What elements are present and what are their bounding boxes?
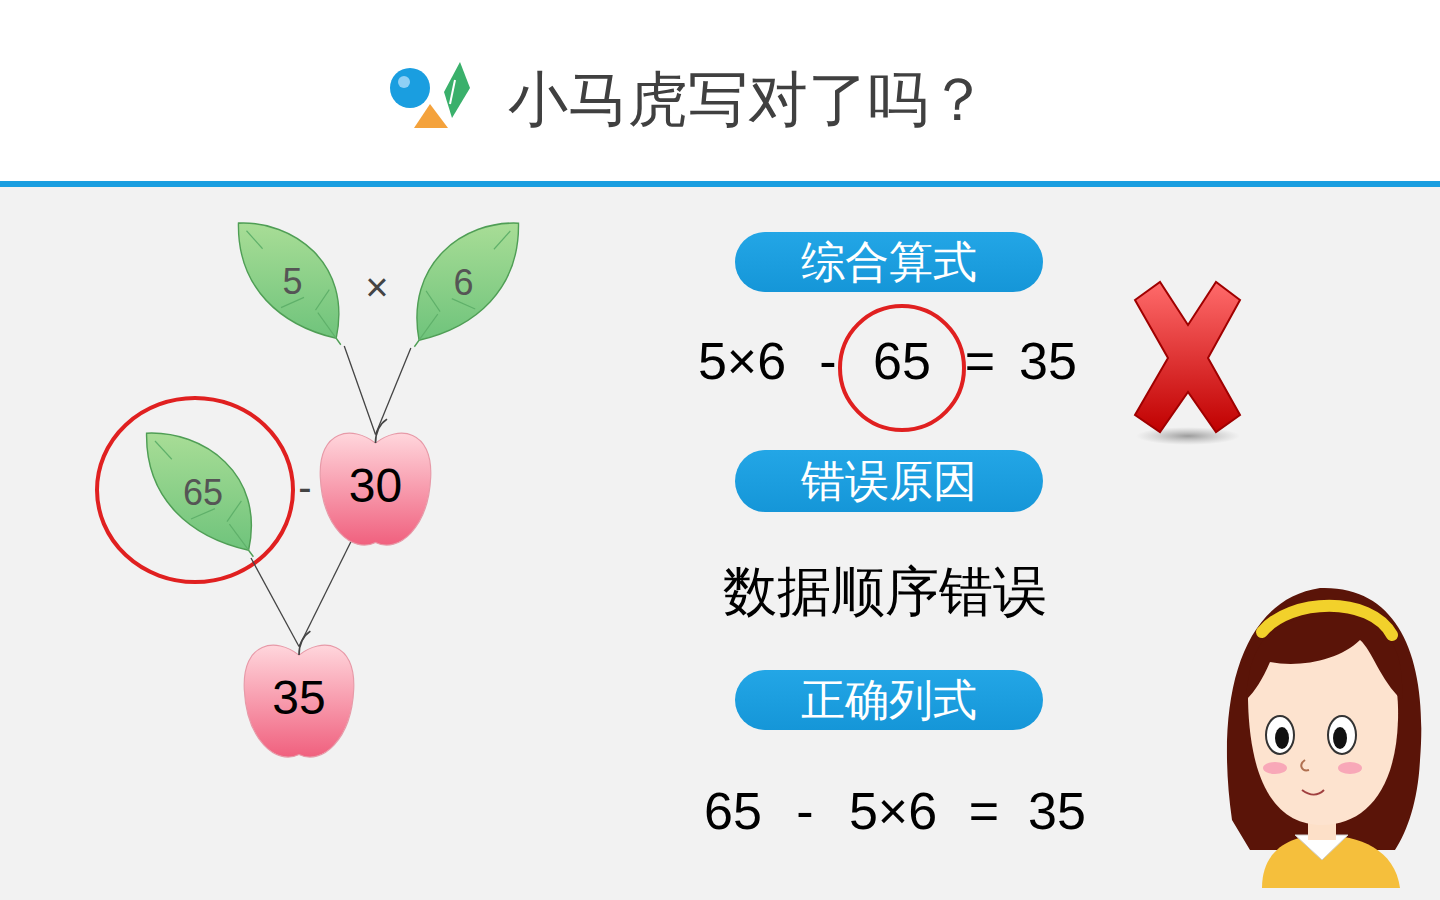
operator-label: - <box>298 465 311 509</box>
highlight-ellipse <box>97 398 293 582</box>
page-title: 小马虎写对了吗？ <box>508 67 988 133</box>
branch-line <box>251 558 299 646</box>
highlight-circle <box>840 306 964 430</box>
leaf-node: 65 <box>143 428 263 558</box>
girl-cartoon <box>1227 588 1421 888</box>
heading-pill: 综合算式 <box>735 232 1043 292</box>
equation-term: 5×6 <box>849 783 937 840</box>
title-rule <box>0 181 1440 187</box>
equation-term: = <box>965 333 995 390</box>
branch-line <box>344 346 375 434</box>
equation-term: 65 <box>873 333 931 390</box>
node-text: 30 <box>349 460 402 513</box>
node-text: 65 <box>183 473 223 513</box>
operator-label: × <box>365 265 388 309</box>
node-text: 错误原因 <box>801 457 977 505</box>
node-text: 35 <box>272 672 325 725</box>
reason-text: 数据顺序错误 <box>723 562 1047 621</box>
wrong-mark <box>1135 282 1240 445</box>
equation-term: - <box>796 783 813 840</box>
leaf-node: 6 <box>405 218 522 348</box>
equation-term: 35 <box>1019 333 1077 390</box>
title-icon <box>390 62 470 128</box>
node-text: 正确列式 <box>801 676 977 724</box>
apple-node: 30 <box>318 418 433 555</box>
branch-line <box>376 348 411 434</box>
equation-term: 35 <box>1028 783 1086 840</box>
heading-pill: 错误原因 <box>735 450 1043 512</box>
equation-term: 5×6 <box>698 333 786 390</box>
leaf-node: 5 <box>235 218 350 346</box>
node-text: 6 <box>453 263 473 303</box>
apple-node: 35 <box>242 630 356 767</box>
branch-line <box>299 539 353 647</box>
equation-term: - <box>819 333 836 390</box>
heading-pill: 正确列式 <box>735 670 1043 730</box>
node-text: 综合算式 <box>801 238 977 286</box>
equation-term: 65 <box>704 783 762 840</box>
equation-term: = <box>969 783 999 840</box>
node-text: 5 <box>282 262 302 302</box>
